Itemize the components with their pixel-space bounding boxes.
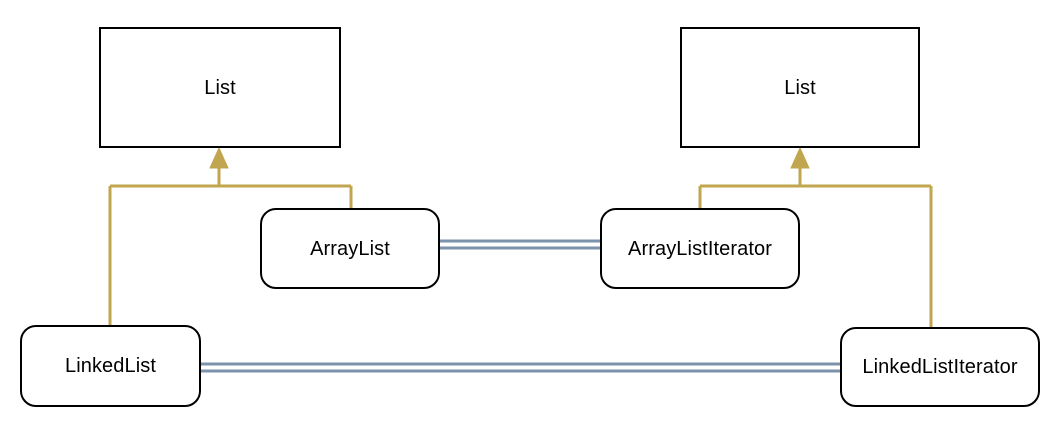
node-linkedlist[interactable]: LinkedList	[20, 325, 201, 407]
edge-association-arraylist-arraylistiterator	[440, 239, 600, 250]
edge-association-linkedlist-linkedlistiterator	[201, 362, 840, 373]
node-list-right[interactable]: List	[680, 27, 920, 148]
inheritance-arrowhead-left	[209, 146, 229, 169]
node-arraylist[interactable]: ArrayList	[260, 208, 440, 289]
node-linkedlistiterator[interactable]: LinkedListIterator	[840, 327, 1040, 407]
node-arraylistiterator[interactable]: ArrayListIterator	[600, 208, 800, 289]
node-label-linkedlistiterator: LinkedListIterator	[862, 356, 1018, 378]
node-label-linkedlist: LinkedList	[64, 355, 157, 377]
inheritance-arrowhead-right	[790, 146, 810, 169]
node-label-arraylistiterator: ArrayListIterator	[628, 237, 772, 260]
node-label-list-left: List	[204, 76, 236, 99]
node-list-left[interactable]: List	[99, 27, 341, 148]
node-label-list-right: List	[784, 76, 816, 99]
node-label-arraylist: ArrayList	[310, 237, 390, 260]
